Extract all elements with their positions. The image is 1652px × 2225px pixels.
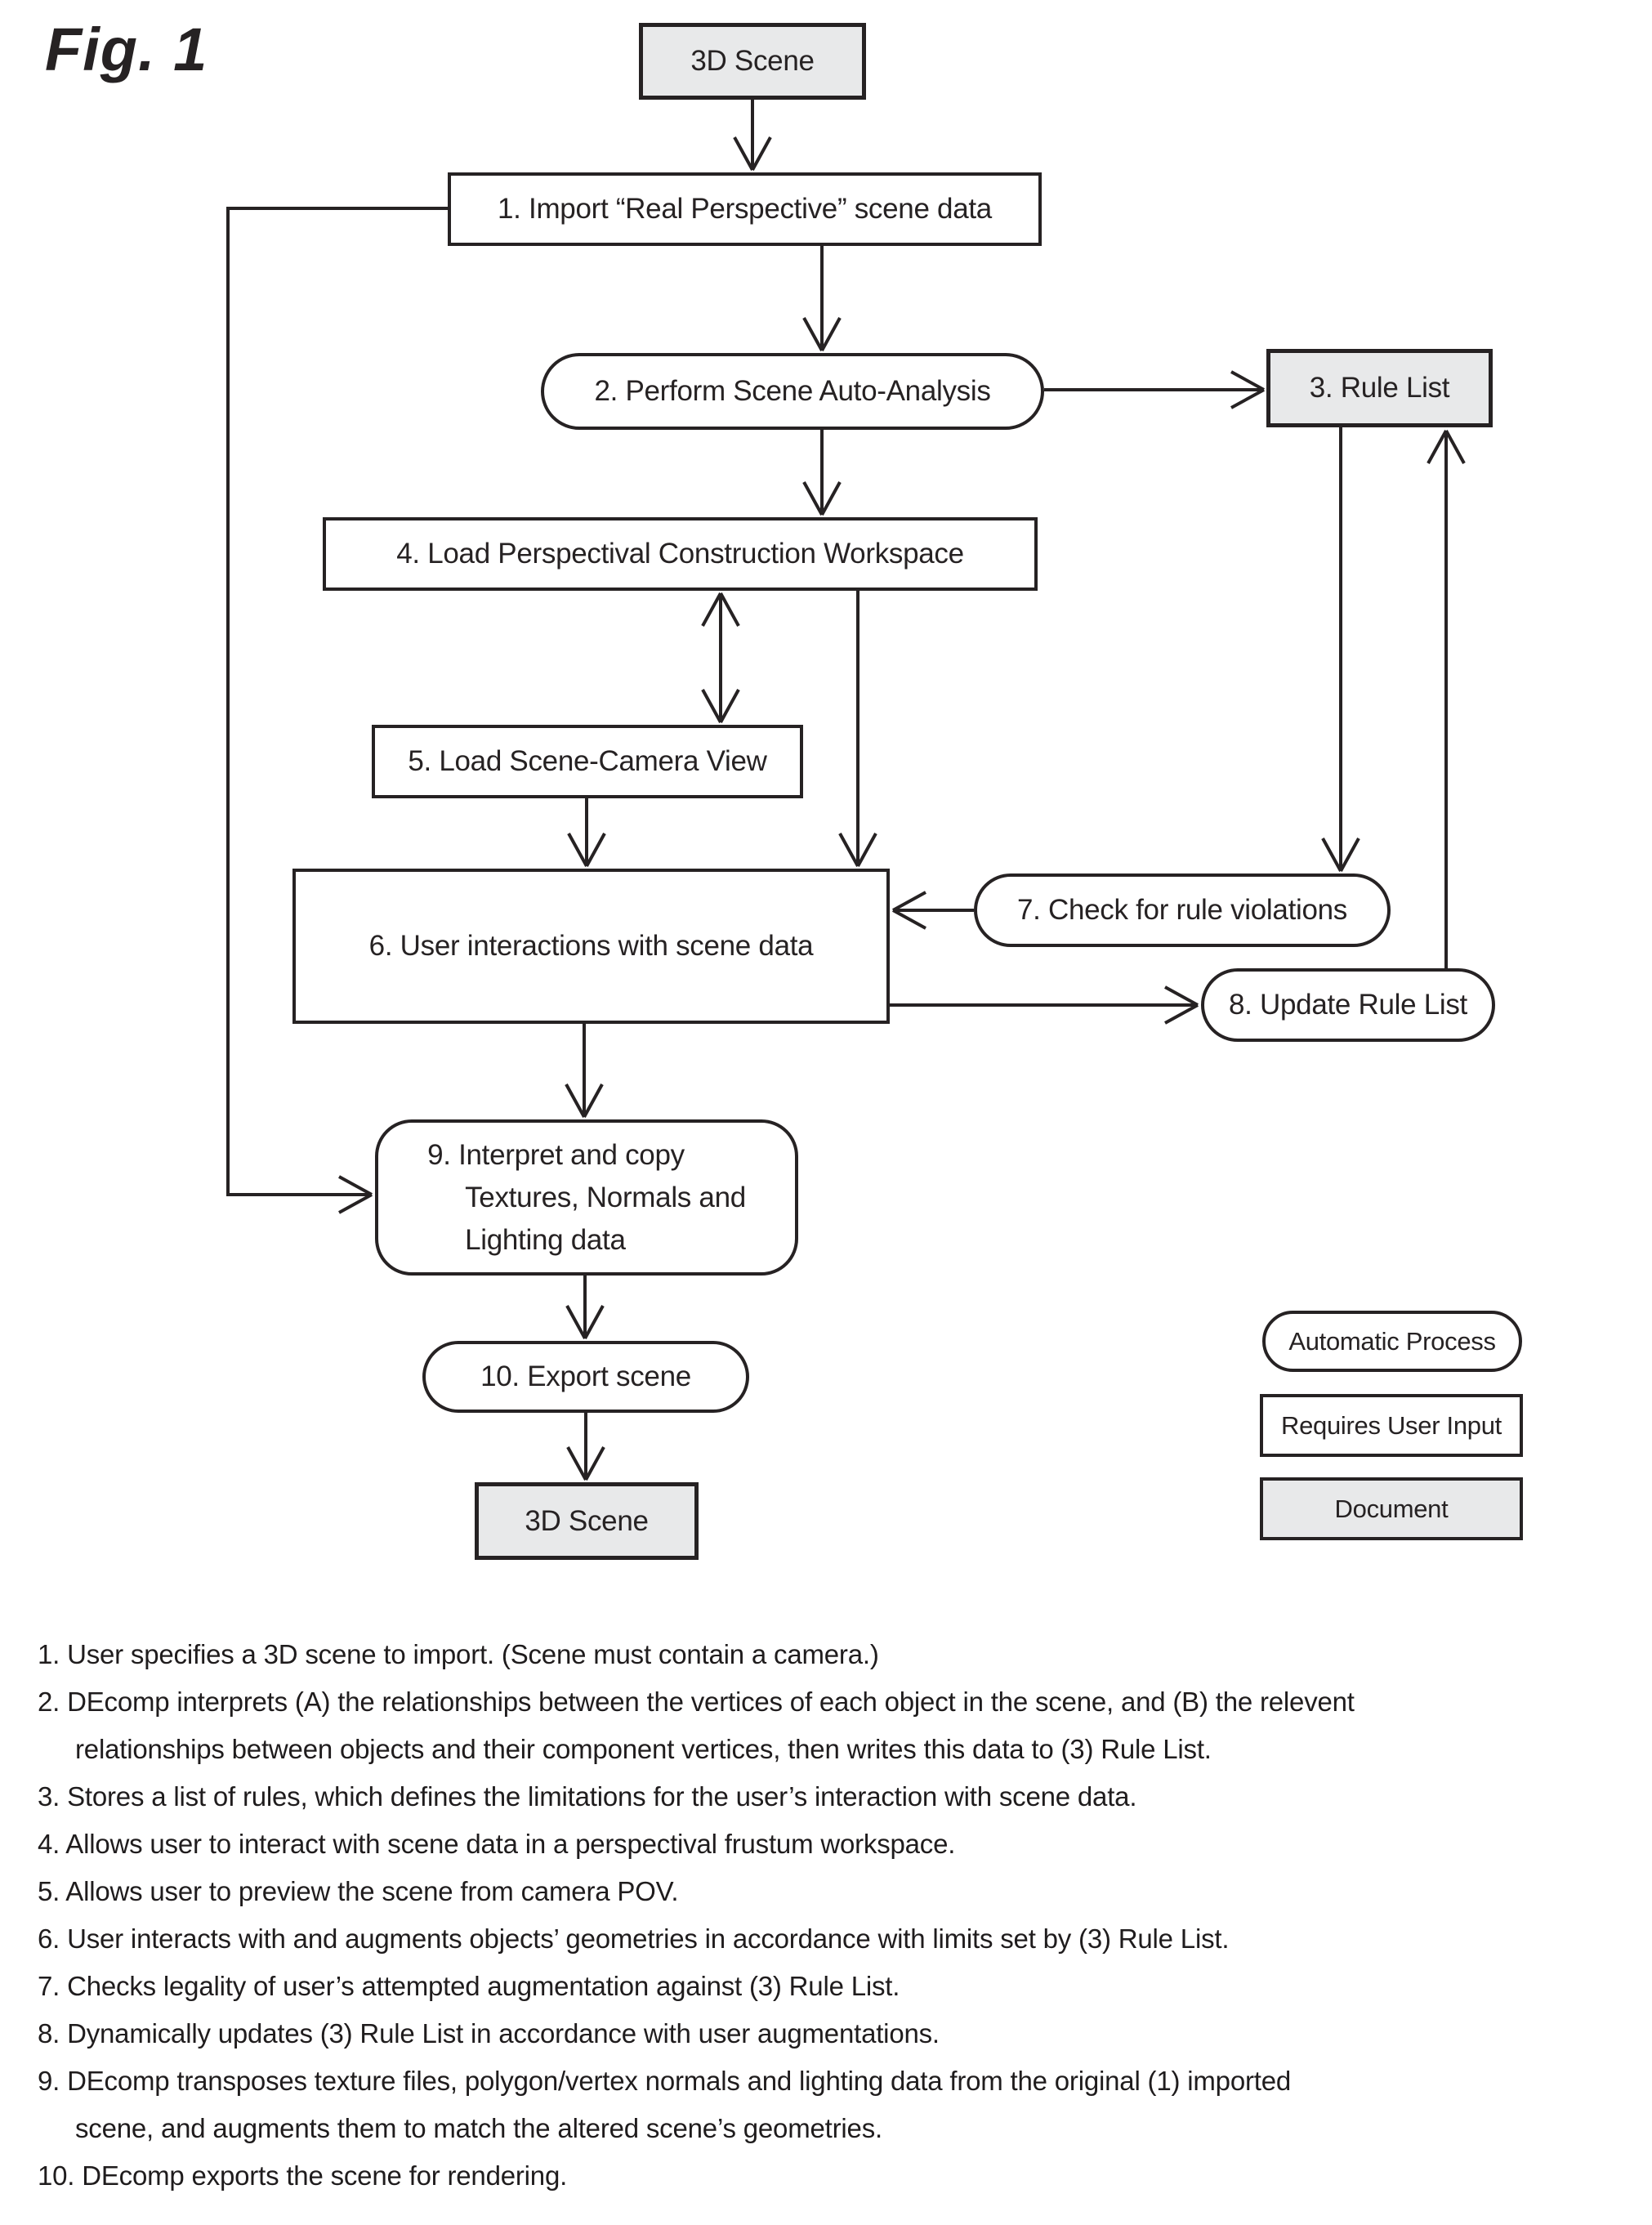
arrow-2-to-3	[1044, 370, 1265, 409]
node-3d-scene-bottom-label: 3D Scene	[525, 1504, 649, 1537]
node-2-label: 2. Perform Scene Auto-Analysis	[594, 375, 991, 408]
arrow-7-to-6	[892, 891, 974, 930]
note-item-2: 2. DEcomp interprets (A) the relationshi…	[38, 1687, 1355, 1764]
node-9-label: 9. Interpret and copy Textures, Normals …	[427, 1138, 746, 1256]
node-3-label: 3. Rule List	[1309, 372, 1450, 404]
node-1-label: 1. Import “Real Perspective” scene data	[498, 193, 992, 226]
node-3d-scene-top: 3D Scene	[639, 23, 866, 100]
notes-list: 1. User specifies a 3D scene to import. …	[0, 1631, 1642, 2200]
note-item-4: 4. Allows user to interact with scene da…	[38, 1829, 956, 1859]
arrow-6-to-9	[565, 1024, 604, 1118]
node-5-load-scene-camera-view: 5. Load Scene-Camera View	[372, 725, 803, 798]
arrow-4-to-6	[838, 591, 877, 867]
note-item-8: 8. Dynamically updates (3) Rule List in …	[38, 2018, 940, 2049]
note-item-3: 3. Stores a list of rules, which defines…	[38, 1781, 1137, 1812]
node-6-label: 6. User interactions with scene data	[368, 930, 814, 963]
flow-arrows	[226, 100, 1466, 1481]
arrow-5-to-6	[567, 798, 606, 867]
arrow-3-to-7	[1321, 427, 1360, 872]
note-item-5: 5. Allows user to preview the scene from…	[38, 1876, 679, 1906]
arrow-1-to-2	[802, 246, 842, 351]
note-item-7: 7. Checks legality of user’s attempted a…	[38, 1971, 900, 2001]
note-item-6: 6. User interacts with and augments obje…	[38, 1923, 1230, 1954]
node-3d-scene-bottom: 3D Scene	[475, 1482, 699, 1560]
node-3d-scene-top-label: 3D Scene	[690, 45, 815, 78]
node-1-import-scene-data: 1. Import “Real Perspective” scene data	[448, 172, 1042, 246]
node-2-scene-auto-analysis: 2. Perform Scene Auto-Analysis	[541, 353, 1044, 430]
note-item-1: 1. User specifies a 3D scene to import. …	[38, 1639, 879, 1669]
node-10-export-scene: 10. Export scene	[422, 1341, 749, 1413]
legend-requires-user-input-label: Requires User Input	[1281, 1410, 1502, 1440]
node-5-label: 5. Load Scene-Camera View	[408, 745, 767, 778]
node-3-rule-list: 3. Rule List	[1266, 349, 1493, 427]
node-4-label: 4. Load Perspectival Construction Worksp…	[396, 538, 964, 570]
arrow-8-to-3	[1427, 430, 1466, 968]
legend-document-label: Document	[1334, 1494, 1449, 1523]
node-10-label: 10. Export scene	[480, 1360, 691, 1393]
legend-automatic-process: Automatic Process	[1262, 1311, 1522, 1372]
note-item-10: 10. DEcomp exports the scene for renderi…	[38, 2160, 568, 2191]
node-9-interpret-copy: 9. Interpret and copy Textures, Normals …	[375, 1119, 798, 1276]
arrow-2-to-4	[802, 430, 842, 516]
node-8-label: 8. Update Rule List	[1229, 989, 1467, 1021]
node-6-user-interactions: 6. User interactions with scene data	[292, 869, 890, 1024]
arrow-scene-to-1	[733, 100, 772, 171]
arrow-6-to-8	[890, 985, 1199, 1025]
arrow-4-5-double	[701, 592, 740, 723]
note-item-9: 9. DEcomp transposes texture files, poly…	[38, 2066, 1292, 2143]
node-7-check-rule-violations: 7. Check for rule violations	[974, 873, 1391, 947]
legend-requires-user-input: Requires User Input	[1260, 1394, 1523, 1457]
legend-document: Document	[1260, 1477, 1523, 1540]
figure-label: Fig. 1	[45, 16, 208, 83]
legend-automatic-process-label: Automatic Process	[1288, 1326, 1496, 1356]
node-4-load-workspace: 4. Load Perspectival Construction Worksp…	[323, 517, 1038, 591]
arrow-1-to-9-elbow	[226, 207, 448, 1214]
arrow-10-to-scene	[566, 1413, 605, 1481]
node-7-label: 7. Check for rule violations	[1016, 894, 1347, 927]
node-8-update-rule-list: 8. Update Rule List	[1201, 968, 1495, 1042]
arrow-9-to-10	[565, 1276, 605, 1339]
